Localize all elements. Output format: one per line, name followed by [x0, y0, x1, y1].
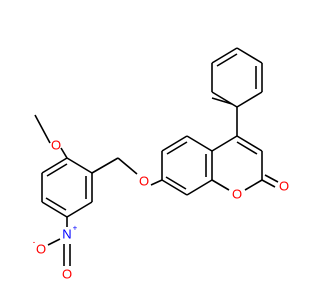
bond-ring-c-4	[244, 179, 263, 191]
bond-ring-b-2	[161, 135, 188, 152]
bond-ring-d-1	[211, 91, 238, 108]
atom-n-nitro: N	[62, 227, 71, 242]
bond-ring-a-6	[41, 157, 68, 174]
bond-n-o-minus	[47, 238, 61, 246]
structure-diagram: O O O O N + O - O	[33, 47, 289, 282]
bond-ring-c-5	[211, 179, 230, 191]
molecule-svg: O O O O N + O - O	[33, 47, 289, 282]
atom-label-layer: O O O O N + O - O	[33, 138, 289, 282]
atom-o-ring: O	[232, 187, 242, 202]
bond-ring-b-5	[186, 179, 213, 196]
atom-o-nitro-double: O	[62, 267, 72, 282]
atom-o-nitro-minus: O	[36, 242, 46, 257]
bond-ring-b-6	[161, 179, 188, 196]
bond-ring-a-6b	[46, 163, 68, 177]
bond-c2-ch2	[91, 157, 119, 174]
bond-o-c1	[60, 147, 68, 159]
bond-ring-a-4	[41, 201, 68, 218]
bond-layer	[34, 47, 279, 266]
bond-ring-d-6	[236, 91, 263, 108]
atom-o-methoxy: O	[51, 138, 61, 153]
bond-ring-b-6b	[165, 176, 187, 190]
bond-ch2-o	[117, 157, 138, 175]
bond-ring-c-2b	[236, 141, 258, 155]
bond-ring-d-3	[211, 47, 238, 64]
bond-ring-c-1	[211, 135, 238, 152]
charge-o-minus: -	[33, 238, 36, 247]
bond-methyl-o	[34, 114, 51, 144]
bond-ring-c-2	[236, 135, 263, 152]
bond-c-o-carbonyl	[261, 179, 276, 188]
bond-ring-a-1	[66, 157, 93, 174]
bond-ring-d-1b	[211, 97, 233, 105]
bond-ring-a-3	[66, 201, 93, 218]
bond-ring-b-3	[186, 135, 213, 152]
atom-o-carbonyl: O	[279, 179, 289, 194]
bond-ring-d-4	[236, 47, 263, 64]
bond-ring-b-2b	[166, 141, 188, 155]
bond-c-o-carbonyl-b	[264, 174, 279, 183]
bond-ring-d-3b	[216, 53, 238, 67]
charge-n-plus: +	[73, 224, 78, 233]
bond-ring-a-4b	[45, 197, 67, 211]
atom-o-ether: O	[139, 174, 149, 189]
bond-o-c7	[150, 179, 163, 186]
